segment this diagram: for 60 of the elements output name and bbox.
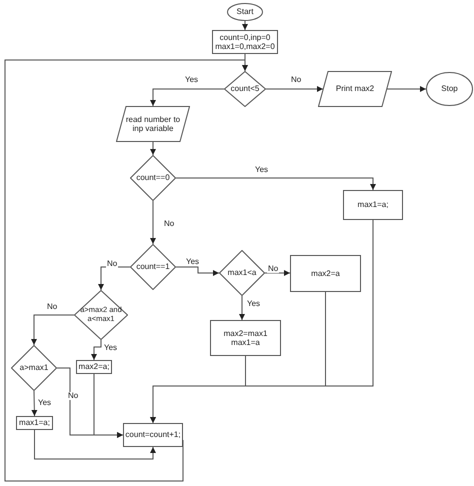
arrow (91, 340, 102, 360)
decision-diamond (74, 290, 128, 340)
arrow (176, 266, 220, 276)
arrow (94, 374, 124, 438)
edge-label: No (46, 303, 58, 311)
node-label: count=count+1; (124, 430, 182, 440)
arrow (31, 390, 38, 416)
edge-label: Yes (254, 166, 270, 174)
arrow (239, 296, 245, 320)
decision-diamond (130, 155, 176, 201)
process-box (210, 320, 281, 356)
arrow (34, 430, 156, 460)
node-label: count==0 (135, 173, 171, 183)
arrow (266, 86, 324, 92)
arrow (176, 178, 376, 190)
arrow (150, 200, 156, 244)
edge-label: No (267, 265, 280, 273)
node-label: Print max2 (334, 84, 376, 94)
edge-label: Yes (37, 399, 52, 407)
node-label: read number to inp variable (124, 114, 182, 134)
node-label: max1=a; (356, 200, 390, 210)
edge-label: No (290, 76, 302, 84)
node-label: count<5 (230, 84, 260, 94)
process-box (290, 255, 361, 292)
node-label: max2=a (310, 268, 341, 278)
terminal-ellipse (227, 3, 263, 21)
edge-label: Yes (246, 300, 262, 308)
node-label: max2=max1 max1=a (222, 328, 268, 348)
arrow (242, 20, 248, 30)
node-label: Start (236, 7, 254, 17)
node-label: a>max1 (18, 363, 50, 373)
terminal-ellipse (426, 72, 473, 106)
node-label: Stop (440, 84, 459, 94)
edge-label: Yes (103, 344, 118, 352)
process-box (123, 423, 183, 447)
edge-label: No (67, 392, 80, 400)
io-parallelogram (116, 106, 190, 142)
edge-label: Yes (185, 258, 200, 266)
arrow (150, 220, 374, 424)
edge-label: Yes (184, 76, 200, 84)
decision-diamond (11, 345, 57, 391)
node-label: max2=a; (78, 362, 110, 372)
decision-diamond (219, 250, 265, 296)
decision-diamond (130, 244, 176, 290)
node-label: max1=a; (18, 418, 51, 428)
arrow (150, 88, 224, 106)
process-box (343, 190, 403, 220)
node-label: count==1 (135, 262, 171, 272)
arrow (386, 86, 426, 92)
edge-label: No (163, 220, 176, 228)
arrow (31, 314, 74, 346)
arrow (4, 60, 248, 482)
arrow (264, 270, 290, 276)
io-parallelogram (318, 71, 392, 107)
edge-label: No (106, 260, 118, 268)
node-label: count=0,inp=0 max1=0,max2=0 (214, 32, 276, 52)
arrow (98, 266, 130, 290)
node-label: max1<a (226, 268, 258, 278)
decision-diamond (224, 71, 266, 107)
arrow (150, 142, 156, 156)
